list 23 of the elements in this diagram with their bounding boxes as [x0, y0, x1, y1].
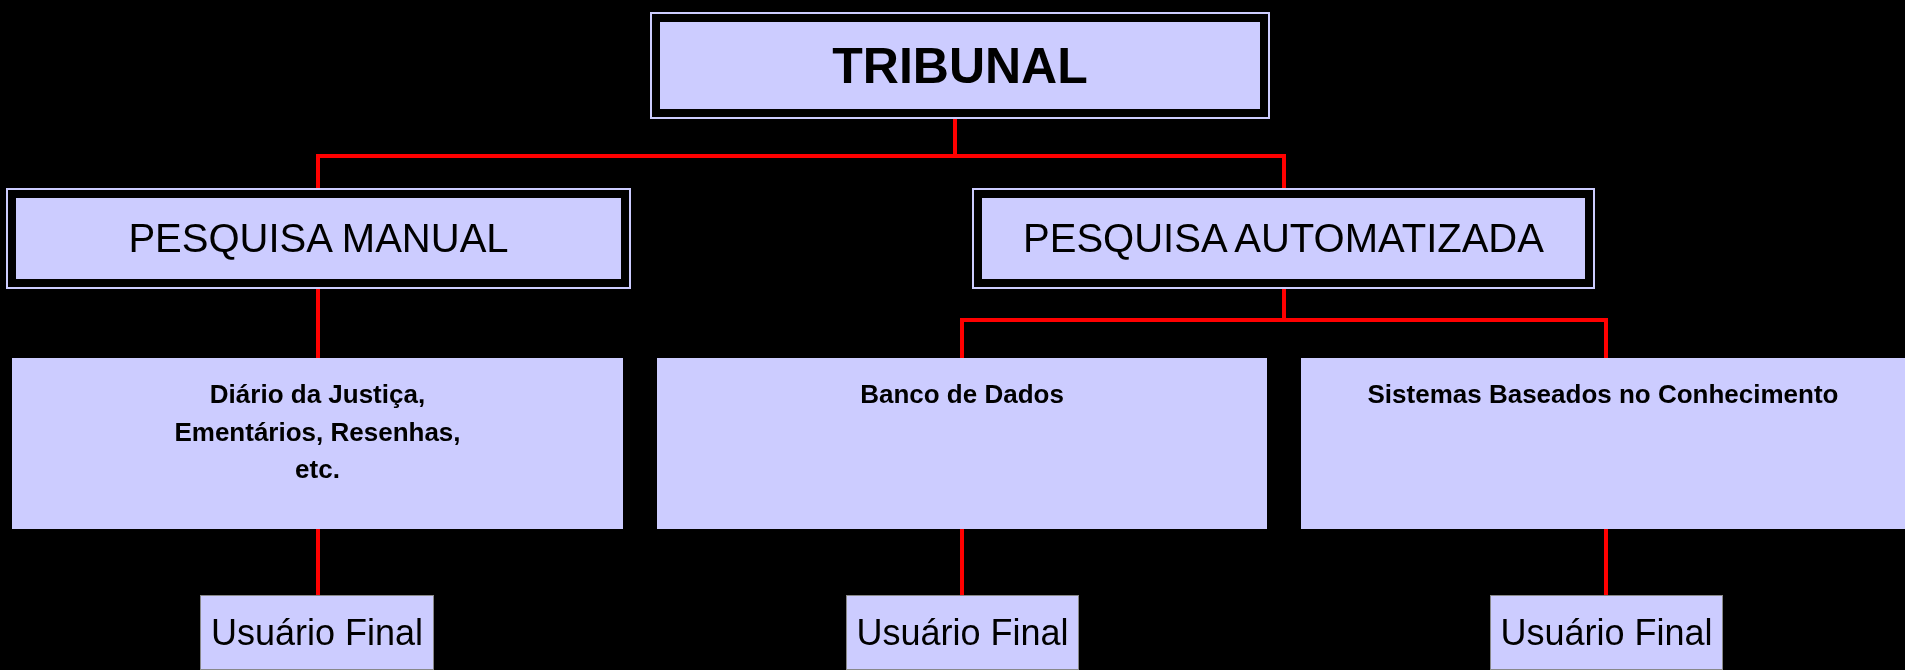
heading-box — [650, 12, 1270, 119]
box-label: Sistemas Baseados no Conhecimento — [1367, 378, 1839, 411]
connector-line — [1604, 529, 1608, 595]
heading-box — [6, 188, 631, 289]
connector-line — [316, 289, 320, 358]
box-label: Usuário Final — [856, 611, 1069, 654]
heading-box — [972, 188, 1595, 289]
box-label: PESQUISA MANUAL — [128, 216, 509, 261]
user-box — [846, 595, 1079, 670]
box-label: Banco de Dados — [860, 378, 1064, 411]
box-label: TRIBUNAL — [832, 36, 1088, 95]
user-box — [200, 595, 434, 670]
connector-line — [316, 529, 320, 595]
category-box — [657, 358, 1267, 529]
box-label: Usuário Final — [210, 611, 424, 654]
category-box — [12, 358, 623, 529]
category-box — [1301, 358, 1905, 529]
box-label: Usuário Final — [1500, 611, 1713, 654]
box-label: Diário da Justiça, Ementários, Resenhas, etc. — [173, 378, 462, 487]
box-label: PESQUISA AUTOMATIZADA — [1023, 216, 1544, 261]
user-box — [1490, 595, 1723, 670]
connector-line — [953, 119, 1286, 188]
connector-line — [960, 529, 964, 595]
